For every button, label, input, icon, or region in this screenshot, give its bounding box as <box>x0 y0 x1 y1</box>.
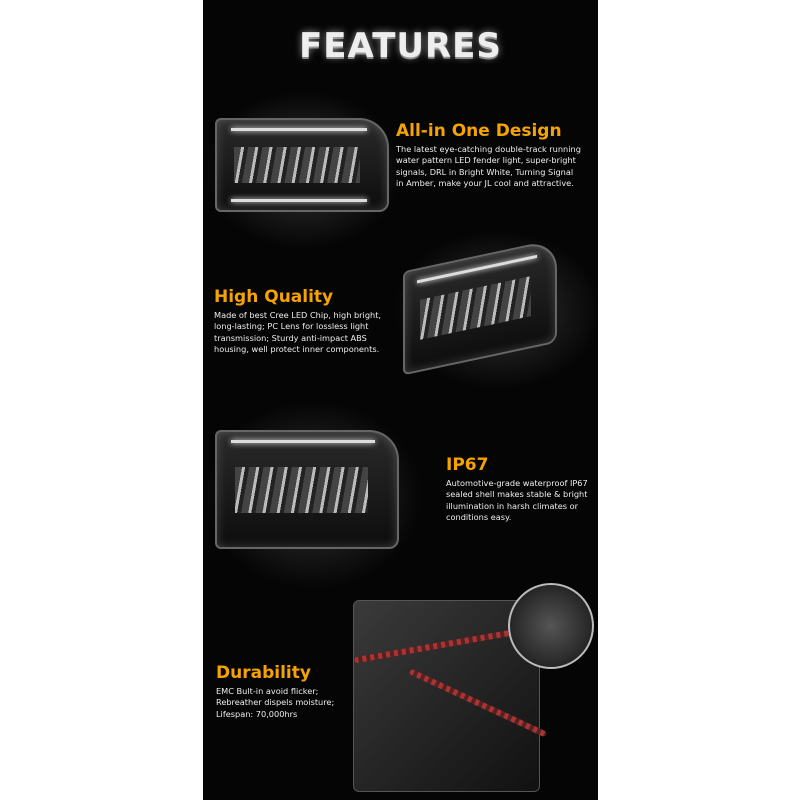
features-title: FEATURES <box>299 26 502 66</box>
feature-description: The latest eye-catching double-track run… <box>396 144 581 189</box>
feature-high-quality: High Quality Made of best Cree LED Chip,… <box>214 287 381 356</box>
feature-all-in-one: All-in One Design The latest eye-catchin… <box>396 121 581 190</box>
feature-durability: Durability EMC Bult-in avoid flicker;Reb… <box>216 663 334 720</box>
feature-description: EMC Bult-in avoid flicker;Rebreather dis… <box>216 686 335 719</box>
feature-heading: High Quality <box>214 287 334 307</box>
feature-heading: All-in One Design <box>396 121 562 141</box>
fender-light-image-front <box>215 118 389 212</box>
feature-banner: FEATURES All-in One Design The latest ey… <box>203 0 598 800</box>
feature-heading: Durability <box>216 663 311 683</box>
fender-light-image-water <box>215 430 399 549</box>
feature-heading: IP67 <box>446 455 489 475</box>
feature-description: Made of best Cree LED Chip, high bright,… <box>214 310 382 355</box>
rebreather-closeup <box>508 583 594 669</box>
